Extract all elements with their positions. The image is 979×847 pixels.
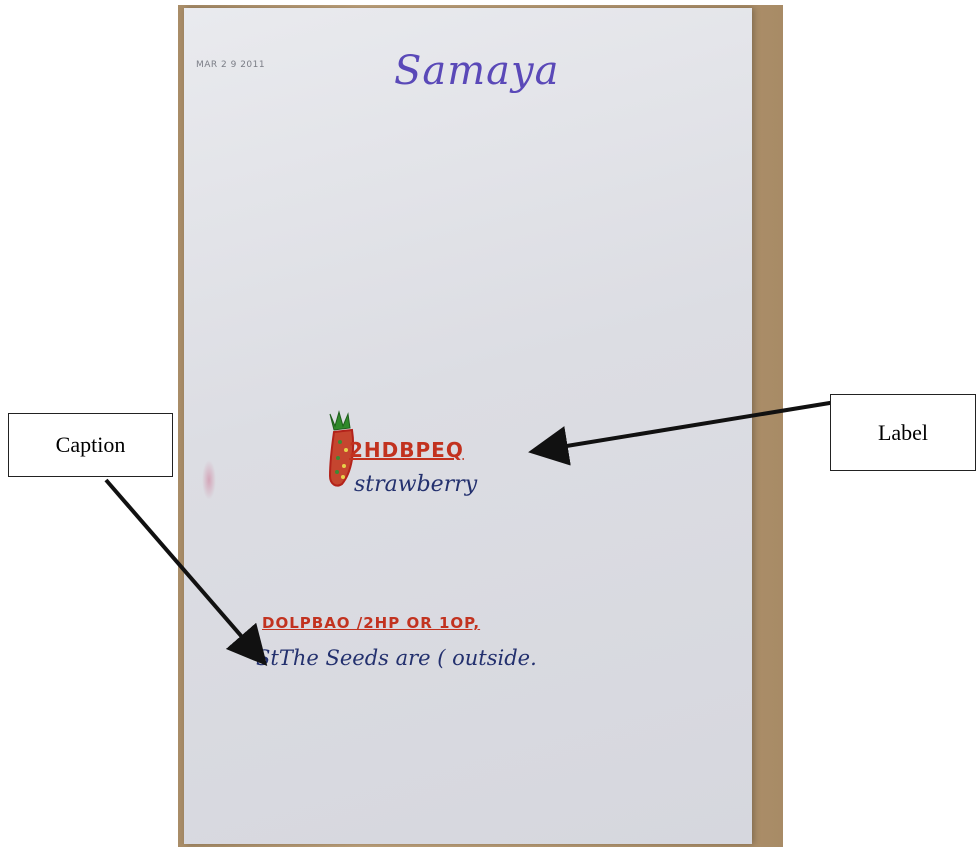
label-word: strawberry	[354, 472, 478, 497]
label-scribble: 2HDBPEQ	[349, 438, 464, 462]
caption-arrow	[104, 478, 268, 667]
paper-sheet: MAR 2 9 2011 Samaya 2HDBPEQ strawberry D…	[184, 8, 752, 844]
pink-smudge	[202, 460, 216, 500]
strawberry-drawing	[328, 410, 355, 487]
caption-scribble: DOLPBAO /2HP OR 1OP,	[262, 614, 481, 632]
caption-callout-text: Caption	[55, 432, 126, 457]
label-arrow	[528, 398, 849, 466]
label-callout-text: Label	[877, 419, 929, 445]
student-name: Samaya	[394, 48, 560, 94]
caption-text: StThe Seeds are ( outside.	[256, 646, 537, 670]
caption-callout: Caption	[8, 413, 173, 477]
label-callout: Label	[830, 394, 976, 471]
date-stamp: MAR 2 9 2011	[196, 60, 266, 70]
